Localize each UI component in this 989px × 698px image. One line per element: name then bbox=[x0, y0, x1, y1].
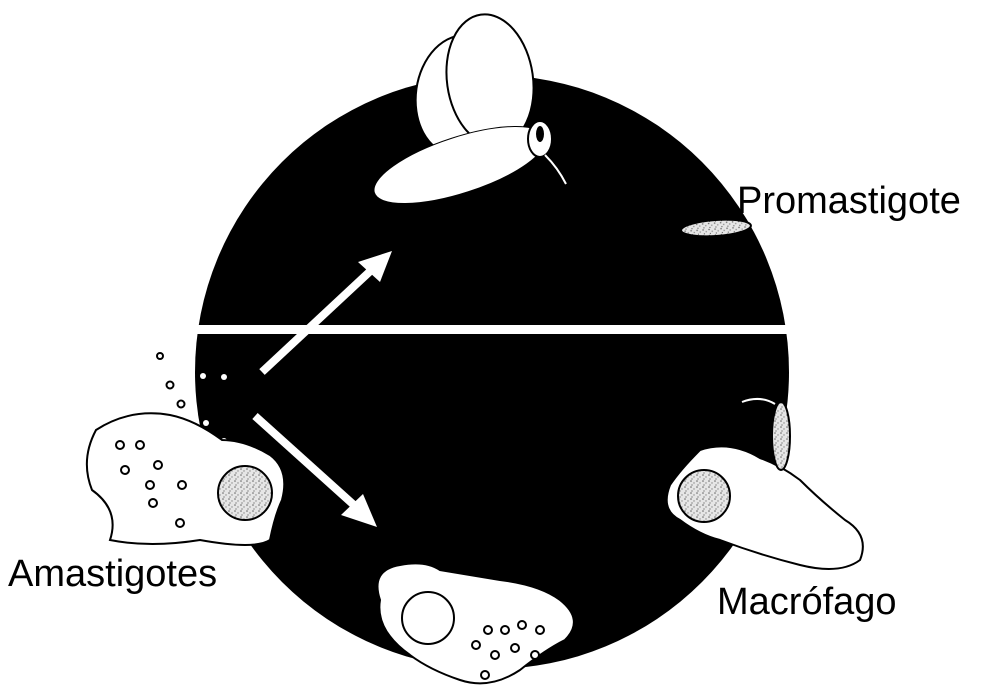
free-amastigotes bbox=[157, 353, 185, 408]
divider-line bbox=[195, 325, 795, 334]
label-amastigotes: Amastigotes bbox=[8, 555, 217, 593]
label-promastigote: Promastigote bbox=[737, 182, 961, 220]
label-macrofago: Macrófago bbox=[717, 583, 897, 621]
